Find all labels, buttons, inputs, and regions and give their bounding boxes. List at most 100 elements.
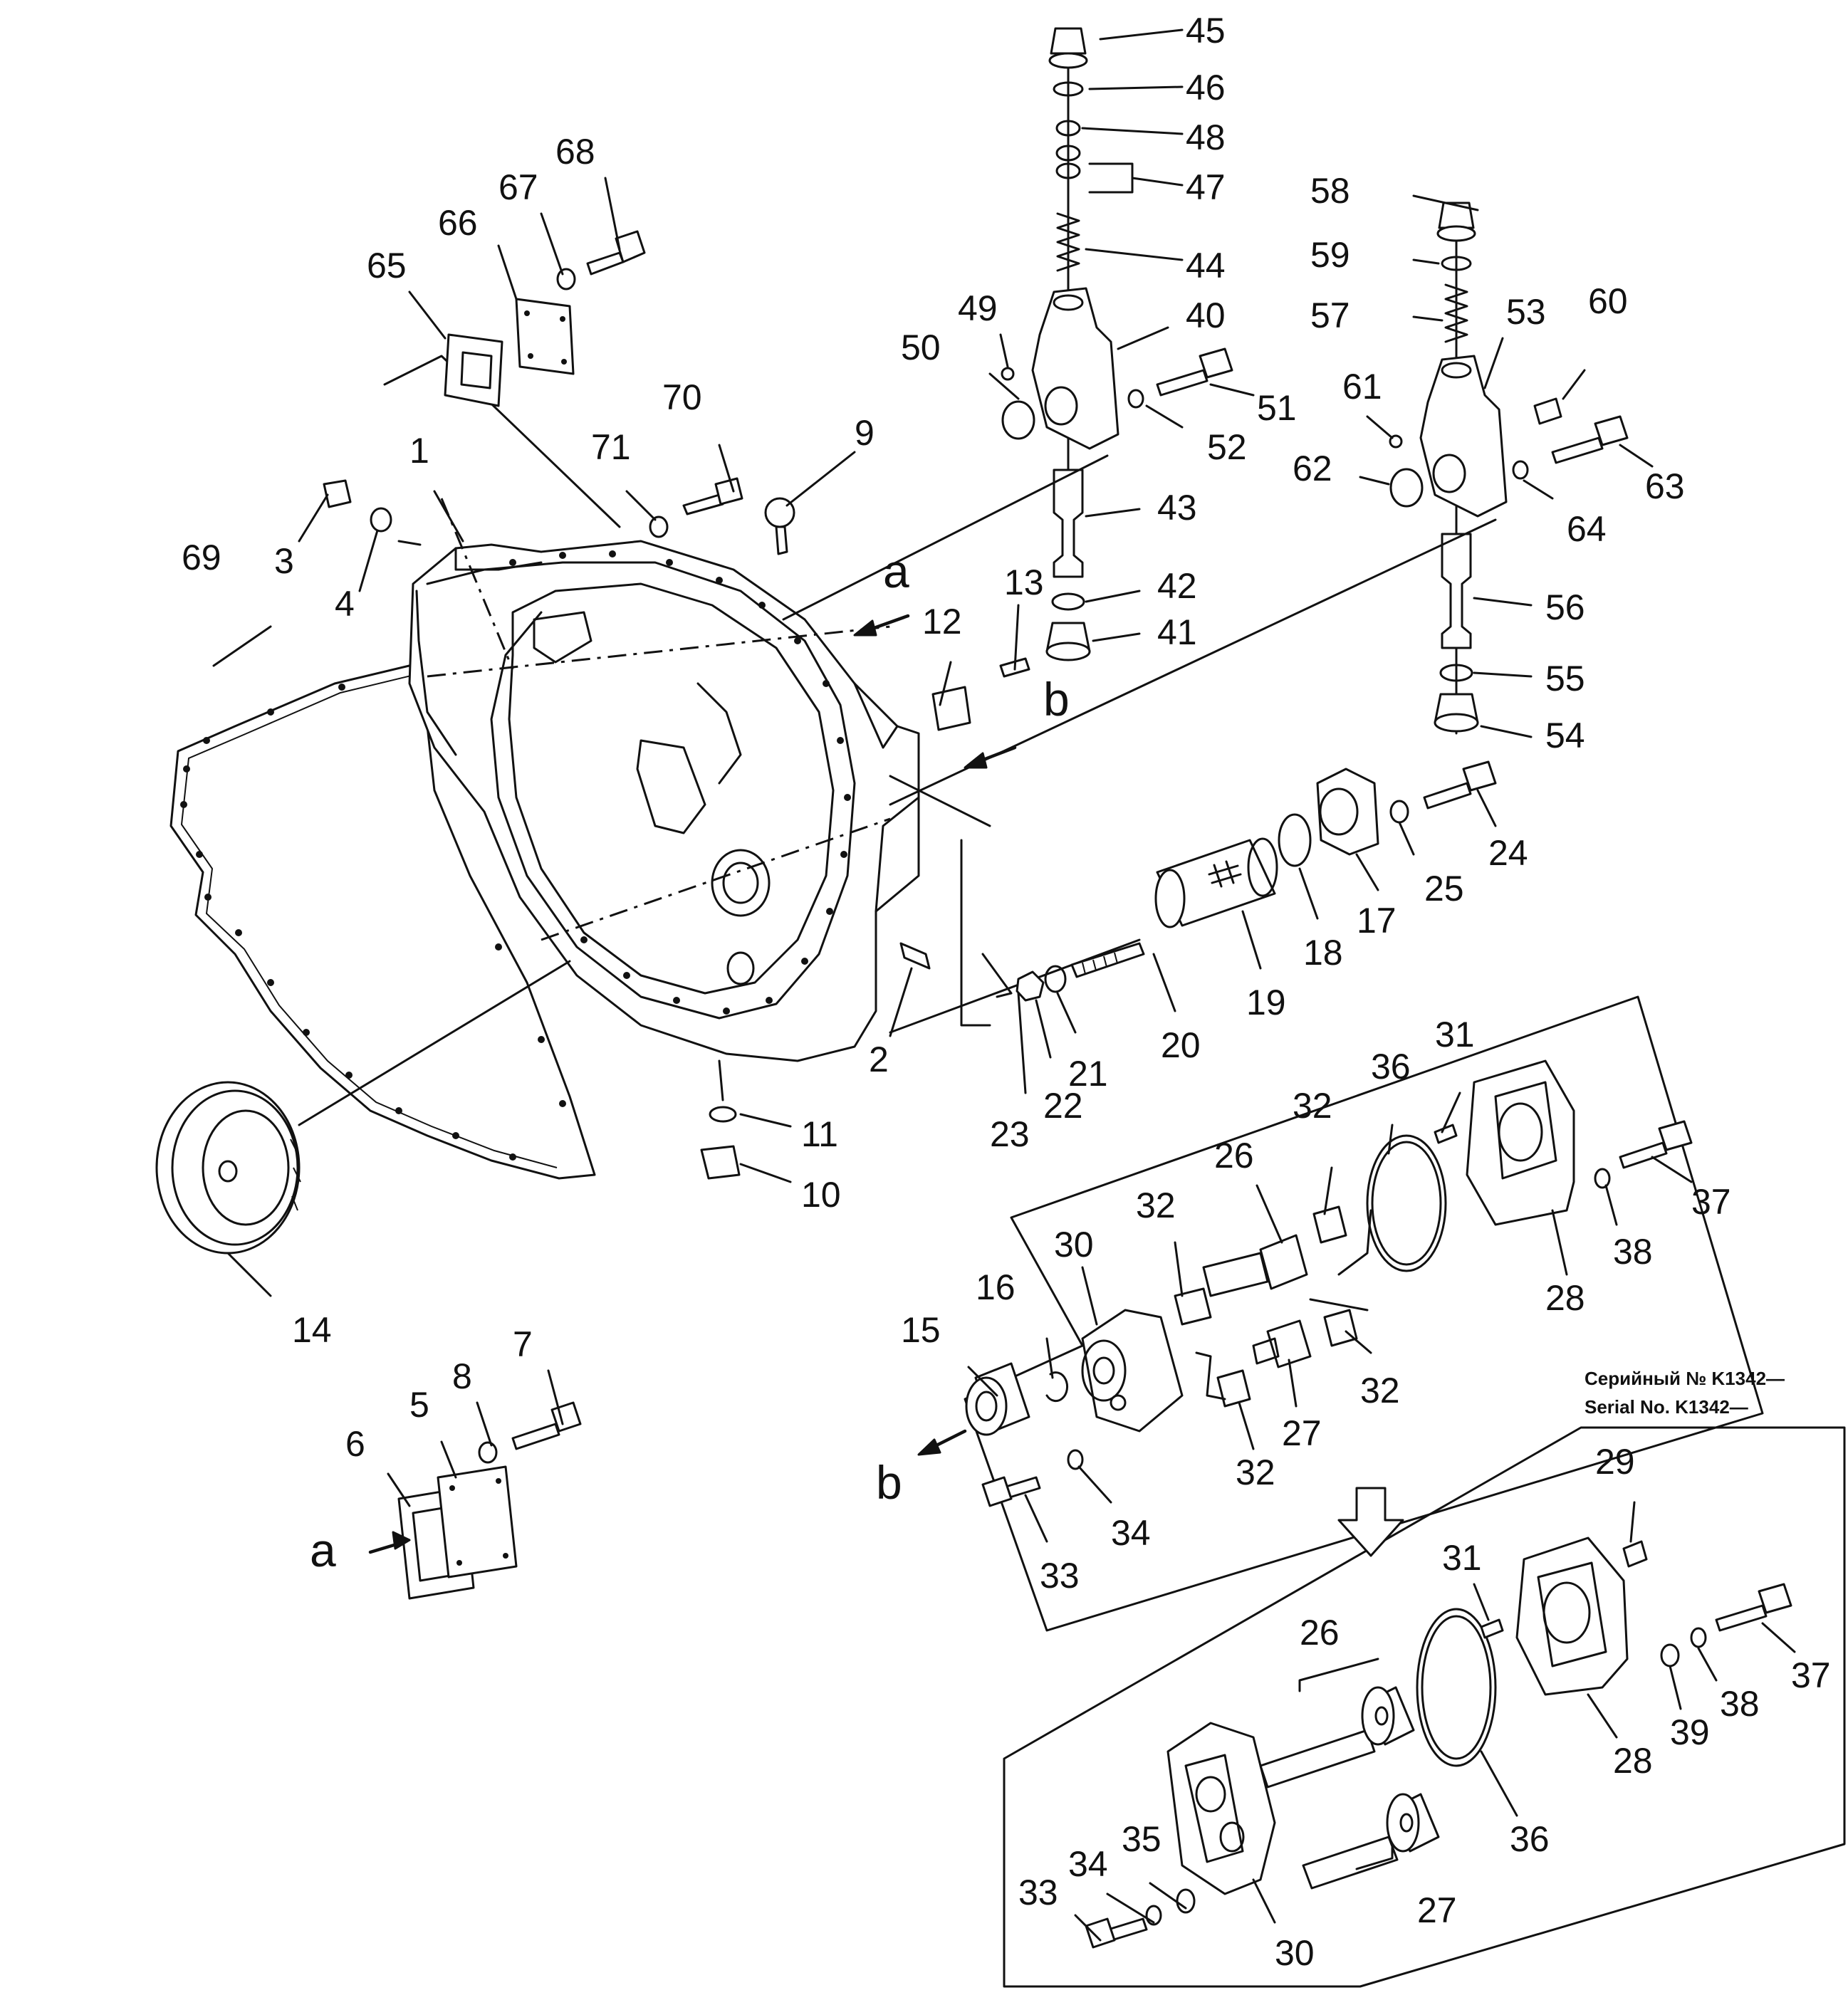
part-number-34b: 34 [1068,1844,1108,1884]
part-number-13: 13 [1004,562,1044,602]
bolt-51 [1156,369,1208,397]
washer-25 [1389,800,1409,824]
letter-b-bottom: b [876,1456,902,1509]
part-number-35: 35 [1122,1819,1161,1859]
part-number-56: 56 [1545,587,1585,627]
serial-note-ru: Серийный № K1342— [1585,1368,1785,1389]
ring-48 [1055,120,1081,137]
part-number-51: 51 [1257,388,1297,428]
part-number-5: 5 [409,1385,429,1425]
spring-57 [1444,283,1468,343]
plate-12 [931,686,971,731]
washer-38 [1594,1168,1611,1189]
gear-26 [1259,1234,1308,1290]
strainer-group [960,760,1497,1027]
part-number-70: 70 [662,377,702,417]
pin-31b [1480,1618,1504,1639]
part-number-38a: 38 [1613,1232,1653,1272]
cover-17 [1316,768,1379,856]
oring-61 [1389,434,1403,449]
part-number-8: 8 [452,1356,472,1396]
spring-44 [1056,212,1080,272]
part-number-49: 49 [958,288,998,328]
spool-56 [1441,533,1472,649]
part-number-2: 2 [869,1040,889,1079]
washer-8 [478,1441,498,1464]
cover-28b [1515,1536,1629,1696]
oring-49 [1001,367,1015,381]
housing-gasket [169,611,749,1180]
part-number-14: 14 [292,1310,332,1350]
part-number-65: 65 [367,246,407,286]
pump-body-30 [1081,1309,1184,1433]
washer-22 [1044,965,1067,993]
plug-10 [700,1145,741,1180]
part-number-45: 45 [1186,11,1226,51]
bolt-37 [1619,1141,1668,1169]
oring-11 [709,1106,737,1123]
letter-a-bottom: a [310,1524,336,1576]
part-number-61: 61 [1342,367,1382,407]
part-number-42: 42 [1157,566,1197,606]
serial-note-en: Serial No. K1342— [1585,1396,1748,1418]
oring-55 [1439,664,1473,682]
part-number-38b: 38 [1720,1684,1760,1724]
part-number-9: 9 [855,413,875,453]
washer-64 [1512,460,1529,480]
part-number-48: 48 [1186,117,1226,157]
part-number-55: 55 [1545,659,1585,698]
oring-62 [1389,468,1424,508]
bushing-32c [1323,1309,1358,1347]
oring-42 [1051,592,1085,611]
part-number-50: 50 [901,328,941,367]
washer-34 [1067,1449,1084,1470]
part-number-69: 69 [182,538,221,577]
part-number-36a: 36 [1371,1047,1411,1087]
part-number-53: 53 [1506,292,1546,332]
part-number-71: 71 [591,427,631,467]
bushing-32d [1216,1369,1251,1408]
part-number-23: 23 [990,1114,1030,1154]
part-number-40: 40 [1186,295,1226,335]
cover-5 [437,1465,518,1578]
part-number-44: 44 [1186,246,1226,286]
plug-60 [1533,397,1562,425]
pin-31 [1434,1124,1458,1144]
bushing-32b [1312,1205,1347,1244]
bushing-32a [1174,1287,1212,1326]
part-number-33a: 33 [1040,1556,1080,1596]
valve-body-53 [1419,355,1508,518]
part-number-59: 59 [1310,235,1350,275]
bolt-68 [586,251,625,276]
flywheel-housing [169,498,920,1180]
part-number-4: 4 [335,584,355,624]
pump-frame-upper [964,995,1764,1632]
serial-note: Серийный № K1342— Serial No. K1342— [1585,1368,1785,1418]
part-number-22: 22 [1043,1086,1083,1126]
part-number-34a: 34 [1111,1513,1151,1553]
plug-2 [899,942,931,970]
part-number-30b: 30 [1275,1933,1315,1973]
part-number-64: 64 [1567,509,1607,549]
plug-3 [323,479,352,508]
stud-20 [1070,942,1145,978]
part-number-26b: 26 [1300,1613,1340,1653]
part-number-28b: 28 [1613,1741,1653,1781]
part-number-1: 1 [409,431,429,471]
nut-23 [1016,970,1045,1002]
part-number-15: 15 [901,1310,941,1350]
part-number-19: 19 [1246,983,1286,1022]
oring-50 [1001,400,1035,440]
part-number-60: 60 [1588,281,1628,321]
washer-67 [556,268,576,290]
part-number-32d: 32 [1236,1452,1275,1492]
part-number-31a: 31 [1435,1015,1475,1054]
valve-40-group [782,27,1233,661]
down-arrow [1337,1487,1404,1557]
part-number-25: 25 [1424,869,1464,909]
part-number-32c: 32 [1360,1371,1400,1410]
shaft-26 [1259,1729,1376,1789]
bolt-63 [1551,436,1604,464]
cover-28 [1466,1059,1575,1226]
